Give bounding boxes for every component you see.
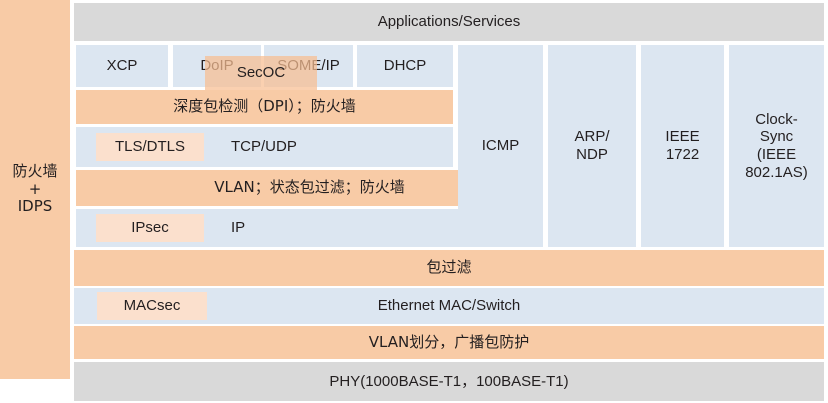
sidebar-firewall-idps: 防火墙 + IDPS [0, 0, 70, 379]
transport-row-tcp-udp: TLS/DTLS TCP/UDP [76, 127, 453, 167]
protocol-overlay-secoc: SecOC [205, 56, 317, 90]
transport-row-label: TCP/UDP [231, 138, 297, 156]
right-column-clock-sync: Clock- Sync (IEEE 802.1AS) [729, 45, 824, 247]
protocol-box-dhcp: DHCP [357, 45, 453, 87]
right-column-icmp: ICMP [458, 45, 543, 247]
transport-secure-tls-dtls: TLS/DTLS [96, 133, 204, 161]
phy-row: PHY(1000BASE-T1，100BASE-T1) [74, 362, 824, 401]
right-column-ieee-1722: IEEE 1722 [641, 45, 724, 247]
datalink-secure-macsec: MACsec [97, 292, 207, 320]
network-row-label: IP [231, 219, 246, 237]
datalink-row-label: Ethernet MAC/Switch [377, 297, 521, 315]
right-column-arp-ndp: ARP/ NDP [548, 45, 636, 247]
network-secure-ipsec: IPsec [96, 214, 204, 242]
applications-services-bar: Applications/Services [74, 3, 824, 41]
protocol-box-xcp: XCP [76, 45, 168, 87]
security-bar-vlan-broadcast: VLAN划分，广播包防护 [74, 326, 824, 359]
datalink-row-ethernet-mac-switch: MACsec Ethernet MAC/Switch [74, 288, 824, 324]
security-bar-packet-filter: 包过滤 [74, 250, 824, 286]
security-bar-dpi: 深度包检测（DPI）；防火墙 [76, 90, 453, 124]
